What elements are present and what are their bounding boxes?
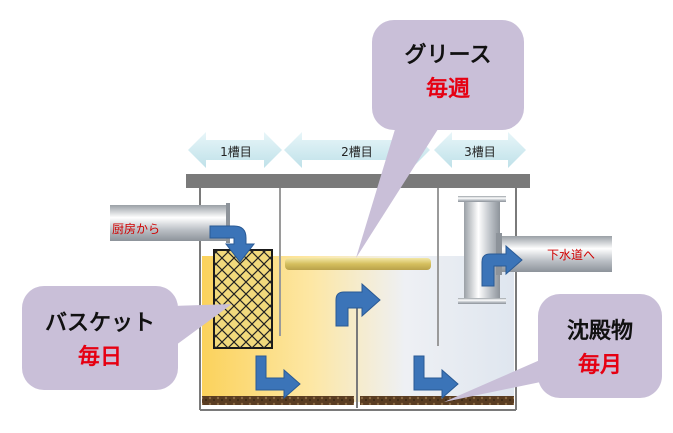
inlet-pipe: 厨房から — [110, 203, 230, 243]
callout-sediment-title: 沈殿物 — [567, 318, 633, 344]
section-arrow-3: 3槽目 — [434, 132, 526, 168]
section-arrow-1: 1槽目 — [188, 132, 282, 168]
inlet-label: 厨房から — [112, 221, 160, 236]
sludge-left — [202, 396, 354, 405]
section-label-2: 2槽目 — [341, 145, 373, 159]
callout-sediment-frequency: 毎月 — [578, 353, 622, 378]
section-label-3: 3槽目 — [464, 145, 496, 159]
flow-arrow-bottom-2 — [413, 355, 459, 400]
sludge-right — [360, 396, 514, 405]
callout-basket: バスケット 毎日 — [22, 286, 232, 390]
grease-layer — [285, 258, 431, 270]
section-label-1: 1槽目 — [220, 145, 252, 159]
callout-grease: グリース 毎週 — [356, 20, 524, 258]
callout-basket-title: バスケット — [45, 311, 155, 336]
callout-basket-frequency: 毎日 — [78, 345, 122, 370]
outlet-label: 下水道へ — [547, 248, 595, 262]
outlet-pipe: 下水道へ — [458, 196, 612, 304]
tank-lid — [186, 174, 530, 188]
flow-arrow-inlet — [209, 225, 256, 263]
basket-mesh — [214, 250, 272, 348]
flow-arrow-bottom-1 — [255, 355, 301, 400]
tank — [186, 174, 530, 411]
callout-grease-title: グリース — [405, 42, 492, 68]
callout-sediment: 沈殿物 毎月 — [444, 294, 662, 402]
flow-arrow-outlet — [481, 244, 523, 287]
callout-grease-frequency: 毎週 — [426, 77, 470, 102]
flow-arrow-mid — [335, 282, 381, 327]
